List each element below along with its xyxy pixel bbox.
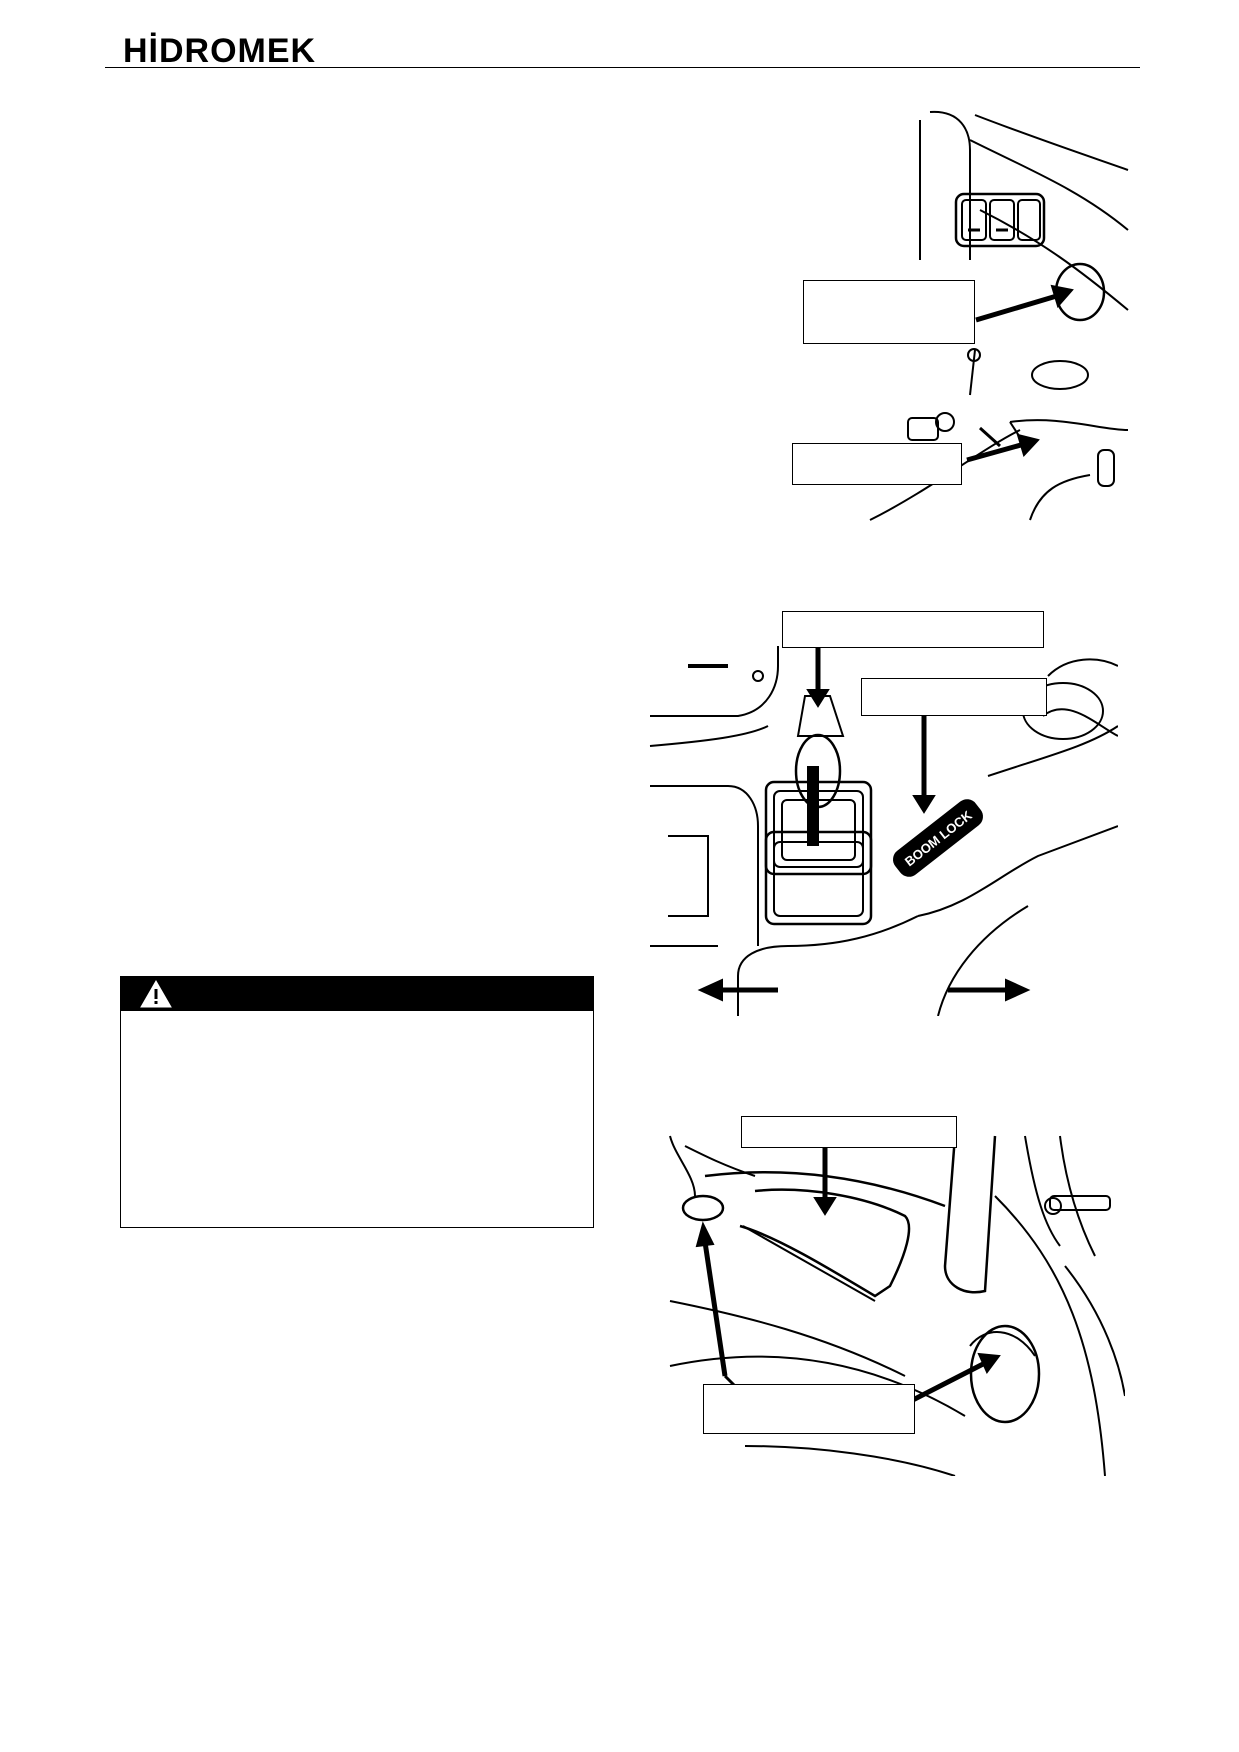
- cab-side-figure: [665, 1116, 1125, 1476]
- figure-label: [803, 280, 975, 344]
- svg-text:HİDROMEK: HİDROMEK: [123, 32, 316, 66]
- boom-lock-figure: BOOM LOCK: [648, 606, 1118, 1016]
- svg-text:BOOM LOCK: BOOM LOCK: [902, 807, 975, 869]
- figure-label: [782, 611, 1044, 648]
- header-divider: [105, 67, 1140, 68]
- warning-header-bar: [121, 977, 593, 1011]
- figure-label: [741, 1116, 957, 1148]
- figure-label: [861, 678, 1047, 716]
- page-header: HİDROMEK: [105, 28, 1140, 68]
- figure-label: [792, 443, 962, 485]
- warning-box: [120, 976, 594, 1228]
- hidromek-logo: HİDROMEK: [123, 32, 316, 66]
- cab-top-figure: [780, 110, 1130, 525]
- figure-label: [703, 1384, 915, 1434]
- warning-triangle-icon: [140, 979, 172, 1008]
